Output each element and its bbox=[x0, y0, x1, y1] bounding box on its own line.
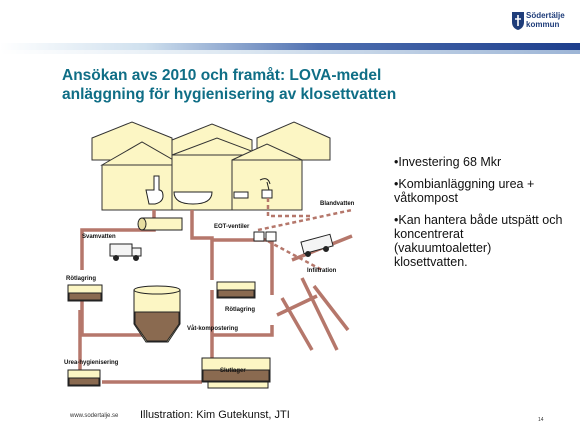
truck-right bbox=[300, 233, 334, 257]
bullet-item: •Kan hantera både utspätt och koncentrer… bbox=[394, 213, 563, 269]
logo-emblem-icon bbox=[512, 12, 524, 30]
label-kompostering: Våt-kompostering bbox=[187, 325, 238, 332]
bullet-item: •Investering 68 Mkr bbox=[394, 155, 502, 169]
pipes bbox=[78, 210, 353, 384]
storage-tank bbox=[137, 217, 183, 231]
page-number: 14 bbox=[538, 417, 544, 423]
header-bar bbox=[0, 43, 580, 54]
dashed-pipes bbox=[257, 198, 353, 272]
logo-line2: kommun bbox=[526, 20, 560, 29]
label-slutlager: Slutlager bbox=[220, 368, 246, 374]
title-line1: Ansökan avs 2010 och framåt: LOVA-medel bbox=[62, 67, 382, 84]
footer-caption: Illustration: Kim Gutekunst, JTI bbox=[140, 409, 290, 421]
fixtures bbox=[145, 175, 273, 205]
valve-boxes bbox=[253, 231, 277, 242]
logo-text: Södertälje kommun bbox=[526, 11, 565, 29]
slide-title: Ansökan avs 2010 och framåt: LOVA-medel … bbox=[62, 66, 532, 104]
truck-left bbox=[109, 243, 142, 261]
system-diagram: Svamvatten EOT-ventiler Blandvatten Rötl… bbox=[64, 121, 355, 389]
label-lagring: Rötlagring bbox=[225, 307, 255, 313]
label-rotlagring: Rötlagring bbox=[66, 276, 96, 282]
treatment-tanks bbox=[67, 281, 271, 389]
footer-website: www.sodertalje.se bbox=[70, 413, 119, 419]
bullet-list: •Investering 68 Mkr •Kombianläggning ure… bbox=[394, 155, 564, 277]
bullet-item: •Kombianläggning urea + våtkompost bbox=[394, 177, 535, 205]
title-line2: anläggning för hygienisering av klosettv… bbox=[62, 86, 397, 103]
label-infiltration: Infiltration bbox=[307, 268, 337, 274]
label-svamvatten: Svamvatten bbox=[82, 234, 116, 240]
label-urea-hyg: Urea-hygienisering bbox=[64, 360, 119, 366]
logo-line1: Södertälje bbox=[526, 11, 565, 20]
label-blandvatten: Blandvatten bbox=[320, 201, 355, 207]
label-eot-ventiler: EOT-ventiler bbox=[214, 224, 250, 230]
